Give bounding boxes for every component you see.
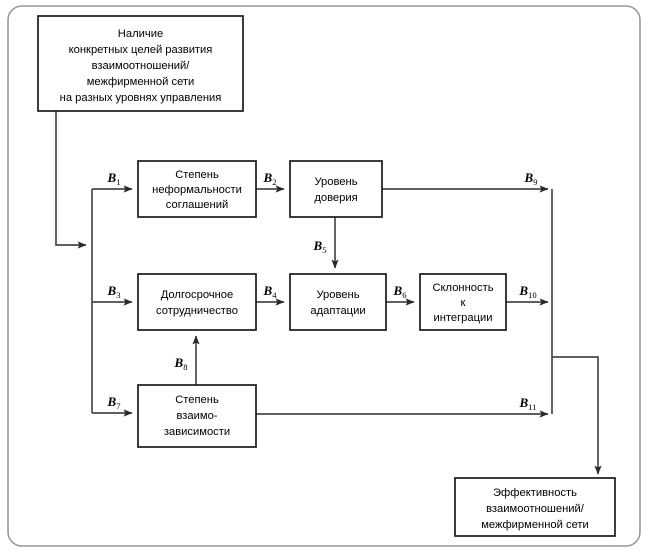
edge-label-b4: B4 [263,283,278,300]
edge-label-b3: B3 [107,283,121,300]
edge-label-b9: B9 [524,170,538,187]
svg-text:адаптации: адаптации [310,305,365,317]
node-adaptation-label: Уровень адаптации [310,289,365,317]
node-longterm-label: Долгосрочное сотрудничество [156,289,238,317]
svg-text:интеграции: интеграции [433,312,492,324]
edge-label-b2: B2 [263,170,277,187]
node-adaptation[interactable] [289,273,387,331]
svg-text:доверия: доверия [314,192,357,204]
edge-label-b10: B10 [518,283,536,300]
edge-label-b7: B7 [107,394,122,411]
connector-goals-to-distributor [55,111,87,249]
svg-text:Склонность: Склонность [432,282,493,294]
node-effectiveness-label: Эффективность взаимоотношений/ межфирмен… [481,487,589,531]
node-goals[interactable] [37,15,244,112]
svg-text:Долгосрочное: Долгосрочное [161,289,234,301]
svg-text:взаимоотношений/: взаимоотношений/ [486,503,585,515]
node-interdependence[interactable] [137,384,257,448]
outer-frame [7,5,641,547]
svg-text:Наличие: Наличие [118,28,163,40]
svg-text:межфирменной сети: межфирменной сети [481,519,589,531]
edge-label-b11: B11 [519,395,537,412]
node-informality[interactable] [137,160,257,218]
node-integration-label: Склонность к интеграции [432,282,493,324]
node-trust-label: Уровень доверия [314,176,357,204]
svg-text:неформальности: неформальности [152,184,242,196]
svg-text:Степень: Степень [175,169,219,181]
svg-text:взаимо-: взаимо- [176,410,217,422]
node-goals-label: Наличие конкретных целей развития взаимо… [60,28,222,104]
connector-collector-to-effectiveness [552,356,602,475]
svg-text:Уровень: Уровень [316,289,359,301]
node-trust[interactable] [289,160,383,218]
svg-text:сотрудничество: сотрудничество [156,305,238,317]
svg-text:зависимости: зависимости [164,426,230,438]
svg-text:межфирменной сети: межфирменной сети [87,76,195,88]
svg-text:Уровень: Уровень [314,176,357,188]
edge-label-b8: B8 [174,355,188,372]
edge-label-b6: B6 [393,283,408,300]
svg-text:Эффективность: Эффективность [493,487,577,499]
svg-text:на разных уровнях управления: на разных уровнях управления [60,92,222,104]
edge-label-b1: B1 [107,170,121,187]
node-integration[interactable] [419,273,507,331]
node-effectiveness[interactable] [454,477,616,537]
svg-text:конкретных целей развития: конкретных целей развития [69,44,213,56]
svg-text:взаимоотношений/: взаимоотношений/ [92,60,191,72]
node-informality-label: Степень неформальности соглашений [152,169,242,211]
svg-text:соглашений: соглашений [166,199,228,211]
node-longterm[interactable] [137,273,257,331]
svg-text:Степень: Степень [175,394,219,406]
svg-text:к: к [461,297,466,309]
node-interdependence-label: Степень взаимо- зависимости [164,394,230,438]
edge-label-b5: B5 [313,238,327,255]
